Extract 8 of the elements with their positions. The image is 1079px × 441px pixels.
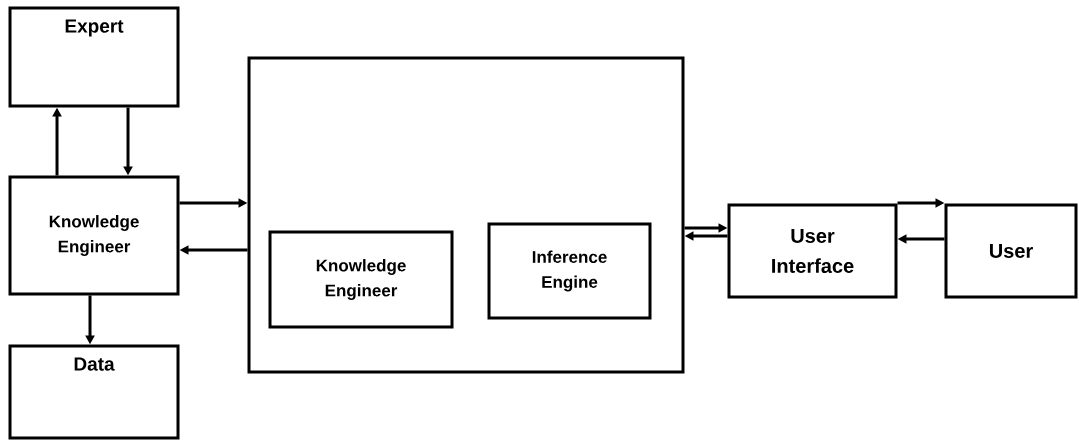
expert-box: Expert: [8, 6, 180, 108]
process-box: Knowledge Engineer: [268, 230, 454, 329]
process-box: User: [944, 203, 1078, 299]
process-box: Knowledge Engineer: [8, 175, 180, 296]
process-box: Inference Engine: [487, 222, 652, 320]
process-box: User Interface: [727, 203, 898, 299]
system-box: [247, 56, 685, 374]
data-box: Data: [8, 344, 180, 440]
